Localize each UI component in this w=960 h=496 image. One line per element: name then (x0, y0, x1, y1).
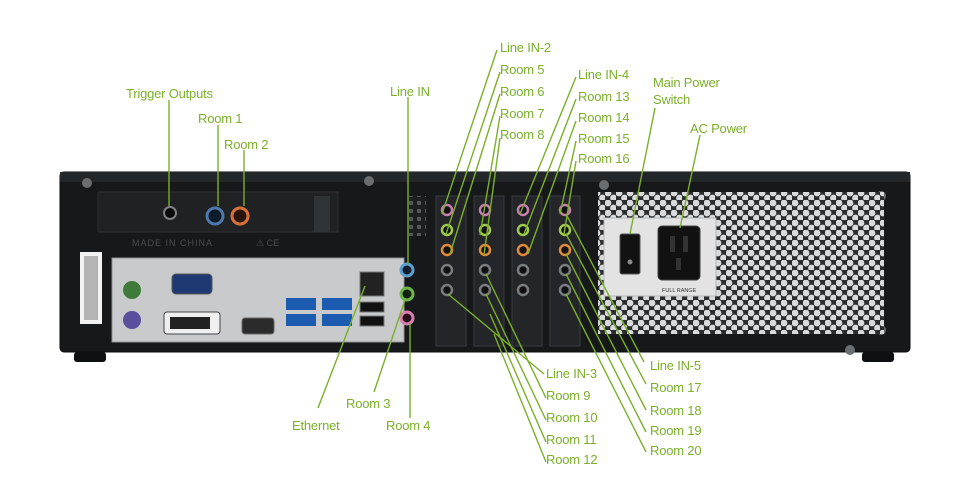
made-in-mark: MADE IN CHINA (132, 238, 213, 248)
line-in-jack (399, 262, 415, 278)
screw (82, 178, 92, 188)
label-room-18: Room 18 (650, 403, 702, 418)
room-2-jack (230, 206, 250, 226)
psu-marking: FULL RANGE (662, 288, 697, 294)
usb2-port (359, 301, 385, 313)
label-ethernet: Ethernet (292, 418, 340, 433)
label-trigger-outputs: Trigger Outputs (126, 86, 213, 101)
label-room-12: Room 12 (546, 452, 598, 467)
foot-left (74, 352, 106, 362)
main-power-switch (619, 233, 641, 275)
label-room-16: Room 16 (578, 151, 630, 166)
label-room-7: Room 7 (500, 106, 545, 121)
usb3-port (322, 298, 352, 310)
usb3-port (286, 314, 316, 326)
label-main-power-switch-2: Switch (653, 92, 691, 107)
label-room-3: Room 3 (346, 396, 391, 411)
label-main-power-switch-1: Main Power (653, 75, 720, 90)
label-room-20: Room 20 (650, 443, 702, 458)
label-room-15: Room 15 (578, 131, 630, 146)
label-room-4: Room 4 (386, 418, 431, 433)
label-ac-power: AC Power (690, 121, 747, 136)
label-room-19: Room 19 (650, 423, 702, 438)
ps2-keyboard-port (123, 311, 141, 329)
screw (364, 176, 374, 186)
screw (845, 345, 855, 355)
label-line-in: Line IN (390, 84, 430, 99)
label-room-6: Room 6 (500, 84, 545, 99)
label-room-10: Room 10 (546, 410, 598, 425)
callout-lines (168, 49, 701, 463)
foot-right (862, 352, 894, 362)
screw (599, 180, 609, 190)
room-4-jack (399, 310, 415, 326)
usb3-port (322, 314, 352, 326)
label-room-14: Room 14 (578, 110, 630, 125)
hdmi-port (241, 317, 275, 335)
vga-port (171, 273, 213, 295)
label-room-2: Room 2 (224, 137, 269, 152)
label-room-17: Room 17 (650, 380, 702, 395)
ac-power-socket (657, 225, 701, 281)
label-room-13: Room 13 (578, 89, 630, 104)
label-line-in-3: Line IN-3 (546, 366, 597, 381)
label-room-8: Room 8 (500, 127, 545, 142)
label-room-11: Room 11 (546, 432, 597, 447)
label-line-in-2: Line IN-2 (500, 40, 551, 55)
ethernet-port (359, 271, 385, 297)
label-line-in-5: Line IN-5 (650, 358, 701, 373)
room-1-jack (205, 206, 225, 226)
ps2-mouse-port (123, 281, 141, 299)
room-3-jack (399, 286, 415, 302)
usb3-port (286, 298, 316, 310)
label-room-5: Room 5 (500, 62, 545, 77)
label-room-9: Room 9 (546, 388, 591, 403)
trigger-output-jack (163, 206, 177, 220)
label-line-in-4: Line IN-4 (578, 67, 629, 82)
usb2-port (359, 315, 385, 327)
svg-text:⚠ CE: ⚠ CE (256, 238, 279, 248)
label-room-1: Room 1 (198, 111, 243, 126)
